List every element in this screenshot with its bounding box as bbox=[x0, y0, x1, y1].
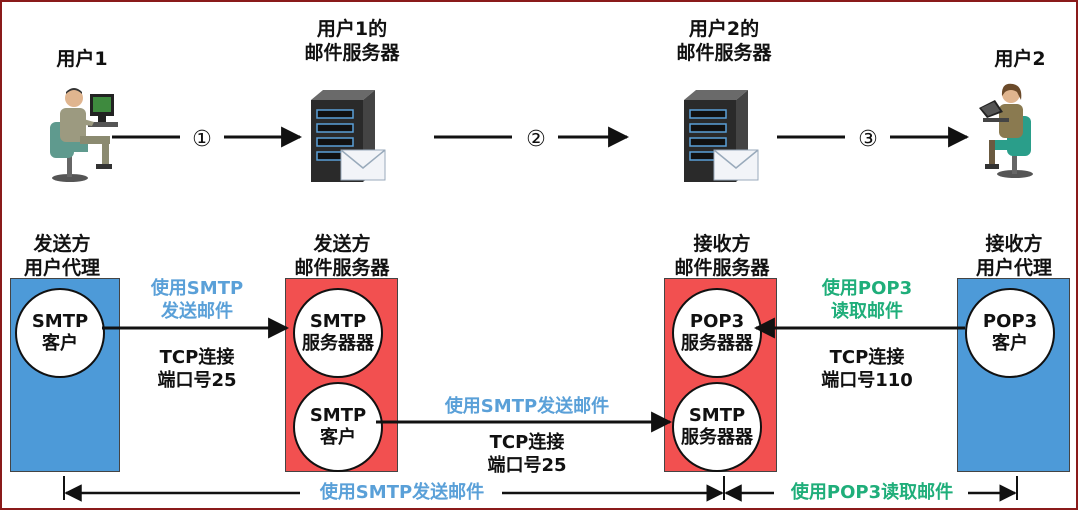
tcp-label-left: TCP连接端口号25 bbox=[157, 347, 237, 391]
step-1-marker: ① bbox=[192, 127, 212, 152]
receiver-agent-header: 接收方用户代理 bbox=[975, 233, 1052, 279]
bottom-pop3-label: 使用POP3读取邮件 bbox=[777, 482, 967, 505]
server1-label: 用户1的邮件服务器 bbox=[304, 18, 400, 64]
receiver-server-header: 接收方邮件服务器 bbox=[674, 233, 770, 279]
user1-label: 用户1 bbox=[56, 48, 108, 70]
tcp-label-right: TCP连接端口号110 bbox=[821, 347, 913, 391]
server2-icon bbox=[684, 90, 759, 182]
server2-label: 用户2的邮件服务器 bbox=[676, 18, 772, 64]
sender-agent-header: 发送方用户代理 bbox=[23, 233, 100, 279]
sender-server-header: 发送方邮件服务器 bbox=[294, 233, 390, 279]
bottom-span-lines bbox=[63, 476, 1018, 502]
user2-label: 用户2 bbox=[994, 48, 1046, 70]
user1-computer-icon bbox=[50, 88, 118, 182]
step-2-marker: ② bbox=[526, 127, 546, 152]
tcp-label-mid: TCP连接端口号25 bbox=[487, 432, 567, 476]
send-smtp-label-mid: 使用SMTP发送邮件 bbox=[444, 396, 610, 417]
step-3-marker: ③ bbox=[858, 127, 878, 152]
bottom-smtp-label: 使用SMTP发送邮件 bbox=[302, 482, 502, 505]
user2-laptop-icon bbox=[979, 83, 1033, 178]
envelope-icon bbox=[340, 149, 386, 181]
server1-icon bbox=[311, 90, 386, 182]
envelope-icon bbox=[713, 149, 759, 181]
